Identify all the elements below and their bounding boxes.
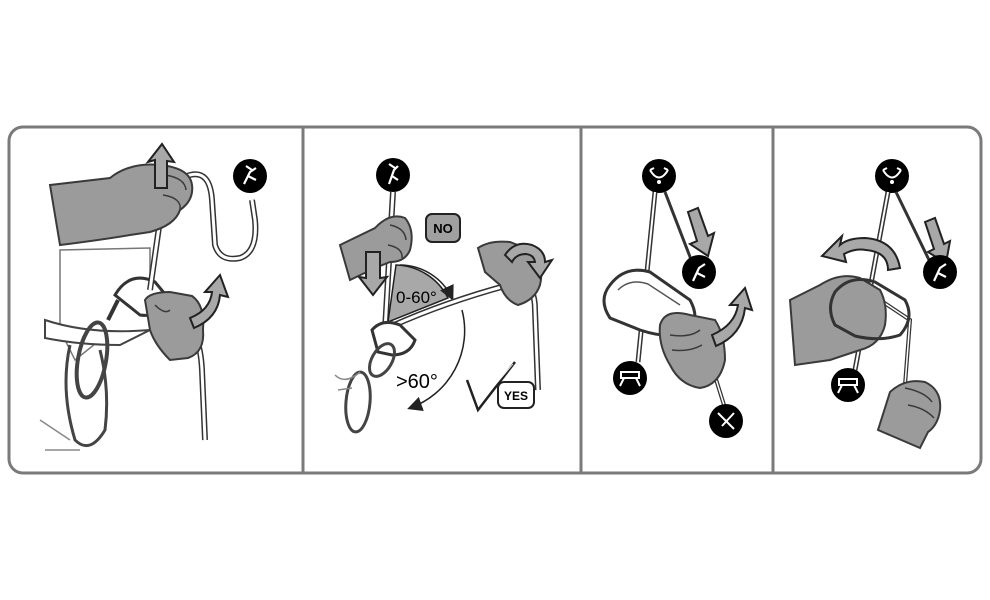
outer-frame bbox=[7, 125, 983, 475]
climber-icon bbox=[682, 255, 716, 289]
hand-bottom bbox=[876, 380, 942, 450]
climber-icon bbox=[923, 255, 957, 289]
curved-arrow-icon bbox=[188, 273, 230, 330]
belay-device bbox=[829, 278, 911, 341]
yes-badge bbox=[497, 381, 535, 409]
harness-leg-loop bbox=[64, 344, 109, 448]
anchor-icon bbox=[642, 159, 676, 193]
check-icon bbox=[465, 361, 516, 413]
hand-left bbox=[338, 215, 413, 282]
angle-large-label: >60° bbox=[396, 371, 438, 393]
yes-label: YES bbox=[504, 389, 528, 403]
straight-arrow-icon bbox=[145, 142, 177, 189]
angle-arc bbox=[407, 309, 466, 412]
hand bbox=[658, 312, 727, 390]
curved-arrow-icon bbox=[820, 232, 902, 272]
curved-arrow-icon bbox=[503, 242, 555, 280]
panel-3 bbox=[602, 159, 754, 438]
rope-right bbox=[663, 191, 694, 263]
hand-left bbox=[788, 275, 887, 367]
angle-small-label: 0-60° bbox=[396, 288, 437, 307]
straight-arrow-icon bbox=[356, 251, 390, 297]
panel-1 bbox=[39, 142, 267, 451]
hand-right bbox=[476, 240, 543, 307]
panel-2: NO 0-60° >60° YES bbox=[334, 158, 555, 434]
rope-right bbox=[894, 191, 932, 263]
no-label: NO bbox=[433, 221, 453, 236]
straight-arrow-icon bbox=[923, 216, 952, 265]
anchor-icon bbox=[875, 159, 909, 193]
carabiner-icon bbox=[74, 320, 110, 400]
panel-4 bbox=[788, 159, 957, 450]
no-badge bbox=[425, 213, 461, 243]
curved-arrow-icon bbox=[710, 286, 754, 348]
straight-arrow-icon bbox=[686, 206, 716, 258]
